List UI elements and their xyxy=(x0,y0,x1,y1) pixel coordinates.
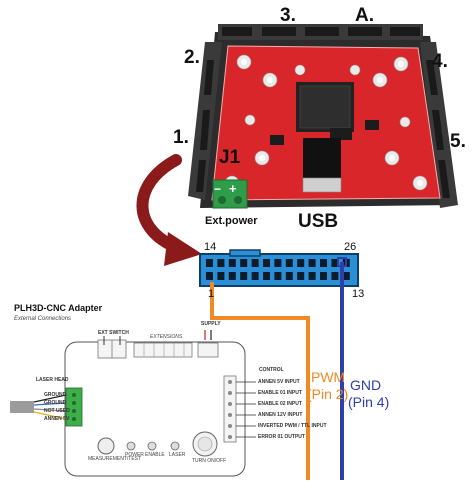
control-pin-label: ANNEN 12V INPUT xyxy=(258,412,303,418)
pin-14-label: 14 xyxy=(204,241,217,253)
board-arrow xyxy=(136,154,202,266)
cnc-board: − + xyxy=(188,24,458,209)
indicator-label: POWER xyxy=(125,452,144,458)
connector-pin xyxy=(331,259,339,267)
extensions-terminal xyxy=(133,342,193,358)
connector-pin xyxy=(206,259,213,267)
connector-pin xyxy=(217,259,225,267)
laser-led xyxy=(170,441,180,451)
connector-pin xyxy=(285,259,293,267)
port-label-3: 3. xyxy=(280,5,296,26)
laser-pin-label: GROUND xyxy=(44,400,67,406)
connector-pin xyxy=(228,272,236,280)
connector-pin xyxy=(263,272,270,280)
control-label: CONTROL xyxy=(259,367,284,373)
adapter-subtitle: External Connections xyxy=(14,316,72,322)
connector-pin xyxy=(206,272,213,280)
connector-pin xyxy=(240,272,248,280)
enable-led xyxy=(147,441,157,451)
connector-pin xyxy=(217,272,225,280)
connector-pin xyxy=(263,259,270,267)
j1-label: J1 xyxy=(219,147,241,168)
ext-switch-label: EXT SWITCH xyxy=(98,330,129,336)
connector-pin xyxy=(297,272,305,280)
port-label-a: A. xyxy=(355,5,374,26)
minus-sign: − xyxy=(214,182,221,196)
power-led xyxy=(126,441,136,451)
connector-pin xyxy=(320,259,327,267)
port-label-1: 1. xyxy=(173,127,189,148)
control-pin-label: ANNEN 5V INPUT xyxy=(258,379,300,385)
connector-pin xyxy=(274,259,282,267)
pwm-label: PWM xyxy=(311,369,346,385)
pin-26-label: 26 xyxy=(344,241,357,253)
extensions-label: EXTENSIONS xyxy=(150,334,183,340)
laser-pin-label: ANNEN 5V xyxy=(44,416,70,422)
connector-pin xyxy=(274,272,282,280)
pwm-pin-label: (Pin 2) xyxy=(307,386,349,402)
indicator-label: TURN ON/OFF xyxy=(192,458,227,464)
indicator-label: ENABLE xyxy=(145,452,165,458)
control-pin-label: INVERTED PWM / TTL INPUT xyxy=(258,423,327,429)
connector-pin xyxy=(297,259,305,267)
connector-pin xyxy=(251,272,259,280)
connector-pin xyxy=(308,259,316,267)
pin-13-label: 13 xyxy=(352,288,365,300)
laser-head-terminal xyxy=(10,387,83,427)
adapter-board xyxy=(10,330,256,477)
connector-pin xyxy=(308,272,316,280)
indicator-label: MEASUREMENT/TEST xyxy=(88,456,142,462)
control-pin-label: ERROR 01 OUTPUT xyxy=(258,434,305,440)
idc-connector xyxy=(199,249,359,287)
laser-pin-label: NOT USED xyxy=(44,408,70,414)
adapter-title: PLH3D-CNC Adapter xyxy=(14,303,103,313)
connector-pin xyxy=(342,272,350,280)
connector-pin xyxy=(285,272,293,280)
port-label-2: 2. xyxy=(184,47,200,68)
control-terminal xyxy=(223,375,256,443)
control-pin-label: ENABLE 01 INPUT xyxy=(258,390,302,396)
connector-pin xyxy=(228,259,236,267)
indicator-label: LASER xyxy=(169,452,186,458)
connector-pin xyxy=(320,272,327,280)
measurement-button xyxy=(97,437,115,455)
usb-label: USB xyxy=(298,211,339,232)
connector-pin xyxy=(251,259,259,267)
usb-socket xyxy=(303,138,341,178)
control-pin-label: ENABLE 02 INPUT xyxy=(258,401,302,407)
connector-pin xyxy=(331,272,339,280)
j1-terminal xyxy=(212,179,248,209)
plus-sign: + xyxy=(229,181,237,196)
port-label-5: 5. xyxy=(450,131,466,152)
port-label-4: 4. xyxy=(432,51,448,72)
pwm-wire xyxy=(210,282,310,480)
laser-pin-label: GROUND xyxy=(44,392,67,398)
laser-head-label: LASER HEAD xyxy=(36,377,69,383)
gnd-pin-label: (Pin 4) xyxy=(348,394,390,410)
supply-terminal xyxy=(197,330,219,358)
pin-1-label: 1 xyxy=(208,288,215,300)
supply-label: SUPPLY xyxy=(201,321,221,327)
gnd-label: GND xyxy=(350,377,382,393)
ext-power-label: Ext.power xyxy=(205,215,258,227)
ext-switch-terminal xyxy=(97,336,127,359)
connector-pin xyxy=(240,259,248,267)
